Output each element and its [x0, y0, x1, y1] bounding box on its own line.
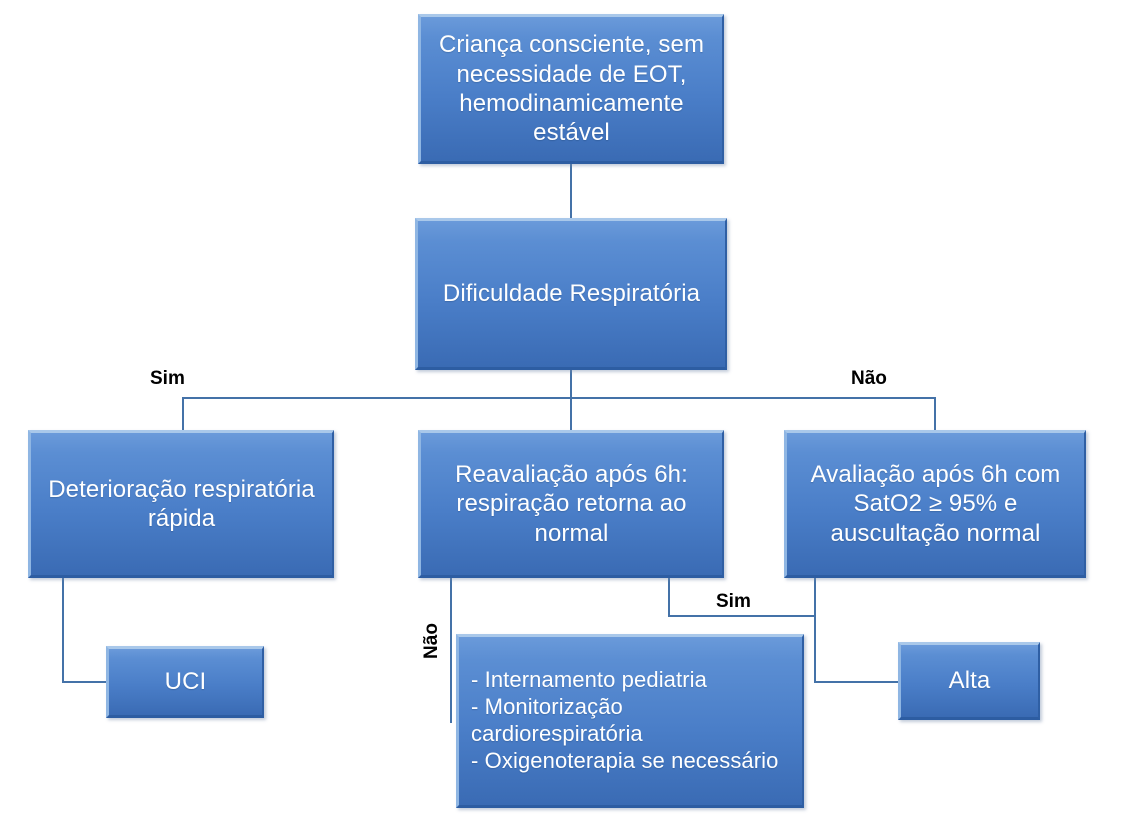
- connector-reassess-sim-down: [668, 578, 670, 616]
- branch-label-sim-left-text: Sim: [150, 368, 185, 389]
- connector-root-to-decision: [570, 163, 572, 218]
- node-rapid-respiratory-deterioration[interactable]: Deterioração respiratória rápida: [28, 430, 334, 578]
- node-decision-respiratory-difficulty[interactable]: Dificuldade Respiratória: [415, 218, 727, 370]
- node-deterioration-label: Deterioração respiratória rápida: [48, 475, 315, 532]
- node-admission-label: - Internamento pediatria - Monitorização…: [471, 667, 779, 773]
- connector-to-alta: [814, 681, 900, 683]
- connector-branch-to-assess-sat: [934, 397, 936, 431]
- node-assessment-label: Avaliação após 6h com SatO2 ≥ 95% e ausc…: [810, 461, 1061, 547]
- connector-branch-to-reassess: [570, 397, 572, 431]
- branch-label-nao-right-text: Não: [851, 368, 887, 389]
- branch-label-nao-right: Não: [851, 368, 887, 390]
- branch-label-nao-bottom-text: Não: [421, 623, 442, 659]
- node-discharge-label: Alta: [948, 667, 991, 695]
- branch-label-sim-bottom: Sim: [716, 591, 751, 613]
- connector-assess-sat-down: [814, 578, 816, 683]
- branch-label-sim-left: Sim: [150, 368, 185, 390]
- connector-branch-bar: [182, 397, 936, 399]
- node-uci-label: UCI: [164, 668, 207, 696]
- connector-branch-to-deterioration: [182, 397, 184, 431]
- connector-sim-horizontal: [668, 615, 816, 617]
- node-reassessment-6h[interactable]: Reavaliação após 6h: respiração retorna …: [418, 430, 724, 578]
- node-decision-label: Dificuldade Respiratória: [442, 280, 701, 308]
- node-assessment-sato2[interactable]: Avaliação após 6h com SatO2 ≥ 95% e ausc…: [784, 430, 1086, 578]
- node-uci[interactable]: UCI: [106, 646, 264, 718]
- node-discharge[interactable]: Alta: [898, 642, 1040, 720]
- connector-decision-down-stub: [570, 370, 572, 398]
- branch-label-sim-bottom-text: Sim: [716, 591, 751, 612]
- node-pediatric-admission[interactable]: - Internamento pediatria - Monitorização…: [456, 634, 804, 808]
- branch-label-nao-bottom: Não: [421, 617, 443, 665]
- node-root[interactable]: Criança consciente, sem necessidade de E…: [418, 14, 724, 164]
- node-root-label: Criança consciente, sem necessidade de E…: [438, 31, 705, 147]
- connector-reassess-nao-down: [450, 578, 452, 723]
- connector-deterioration-down: [62, 578, 64, 683]
- connector-deterioration-to-uci: [62, 681, 108, 683]
- node-reassessment-label: Reavaliação após 6h: respiração retorna …: [455, 461, 688, 547]
